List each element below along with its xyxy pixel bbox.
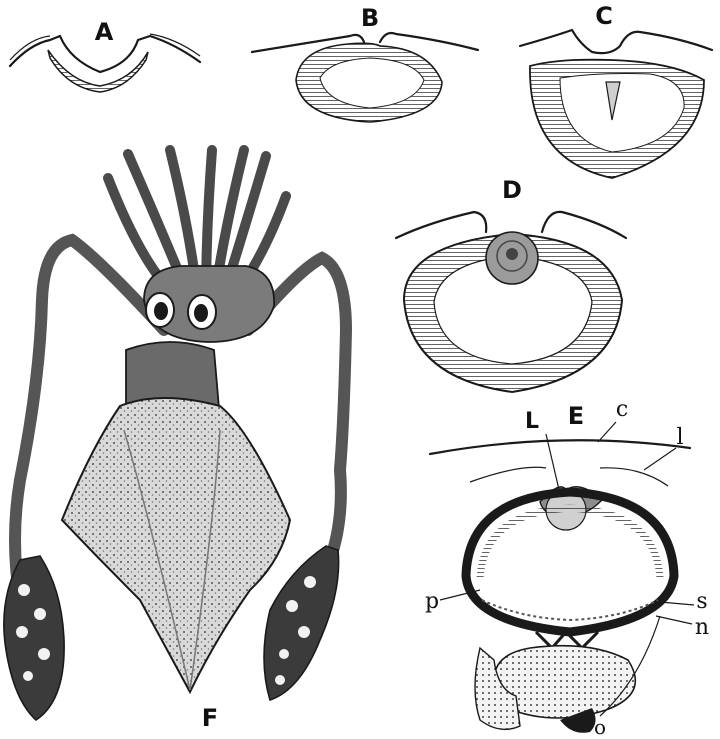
leader-line-c xyxy=(598,422,616,442)
label-detail-l-lens: L xyxy=(525,409,539,434)
label-panel-a: A xyxy=(95,18,114,46)
panel-f-squid xyxy=(4,150,346,720)
leader-line-lower-l xyxy=(644,448,676,470)
label-detail-l-lower: l xyxy=(676,425,683,450)
label-detail-n: n xyxy=(695,615,709,640)
panel-c-closed-vesicle xyxy=(520,30,712,178)
label-detail-s: s xyxy=(696,589,707,614)
label-panel-d: D xyxy=(502,176,522,204)
panel-d-eye-with-lens xyxy=(396,212,626,392)
label-panel-e: E xyxy=(568,402,584,430)
panel-e-cephalopod-eye-section xyxy=(430,440,694,733)
panel-b-vesicle-forming xyxy=(252,33,478,122)
label-panel-b: B xyxy=(361,4,379,32)
label-detail-c: c xyxy=(616,397,628,422)
label-detail-o: o xyxy=(594,715,606,739)
label-panel-c: C xyxy=(595,2,613,30)
leader-line-l xyxy=(546,434,560,494)
label-detail-p: p xyxy=(425,589,439,614)
label-panel-f: F xyxy=(202,704,218,732)
